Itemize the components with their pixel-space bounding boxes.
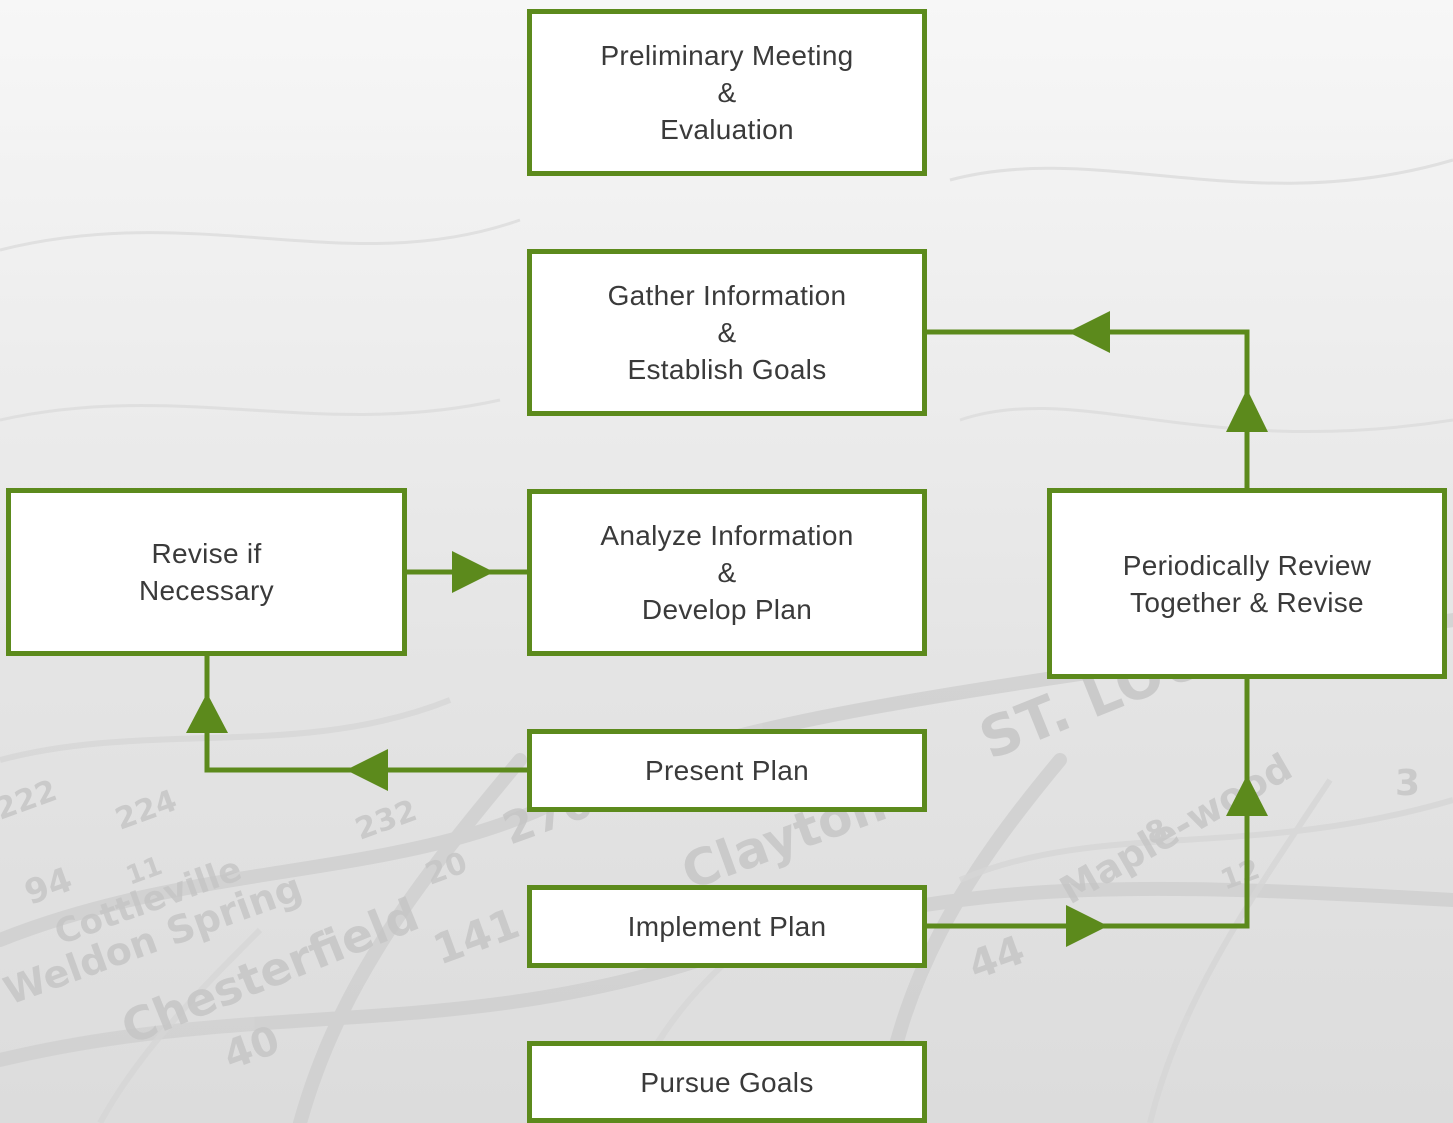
arrow-right-icon (452, 551, 494, 593)
node-line: & (717, 557, 737, 588)
node-line: Gather Information (607, 280, 847, 311)
arrow-up-icon (1226, 775, 1268, 816)
connector-present-to-revise (204, 654, 528, 773)
node-present-plan: Present Plan (527, 729, 927, 812)
node-line: Evaluation (660, 114, 794, 145)
arrow-up-icon (1226, 389, 1268, 432)
node-line: & (717, 317, 737, 348)
map-label-3: 3 (1395, 763, 1420, 804)
node-line: Necessary (139, 575, 274, 606)
node-preliminary-meeting: Preliminary Meeting & Evaluation (527, 9, 927, 176)
node-line: Periodically Review (1122, 549, 1372, 581)
arrow-left-icon (346, 749, 388, 791)
node-revise-if-necessary: Revise if Necessary (6, 488, 407, 656)
node-periodically-review: Periodically Review Together & Revise (1047, 488, 1447, 679)
node-line: Pursue Goals (640, 1066, 814, 1098)
arrow-left-icon (1068, 311, 1110, 353)
node-line: Establish Goals (627, 354, 827, 385)
connector-review-to-gather (924, 329, 1250, 490)
node-line: Develop Plan (641, 594, 813, 625)
node-line: Implement Plan (627, 911, 827, 942)
connector-implement-to-review (924, 676, 1250, 929)
node-analyze-information: Analyze Information & Develop Plan (527, 489, 927, 656)
node-line: Revise if (151, 538, 262, 569)
node-line: & (717, 77, 737, 108)
node-line: Present Plan (645, 755, 809, 786)
node-line: Together & Revise (1130, 586, 1364, 618)
node-implement-plan: Implement Plan (527, 885, 927, 968)
node-line: Preliminary Meeting (600, 40, 854, 71)
node-line: Analyze Information (600, 520, 854, 551)
arrow-right-icon (1066, 905, 1108, 947)
node-pursue-goals: Pursue Goals (527, 1041, 927, 1123)
node-gather-information: Gather Information & Establish Goals (527, 249, 927, 416)
arrow-up-icon (186, 693, 228, 733)
